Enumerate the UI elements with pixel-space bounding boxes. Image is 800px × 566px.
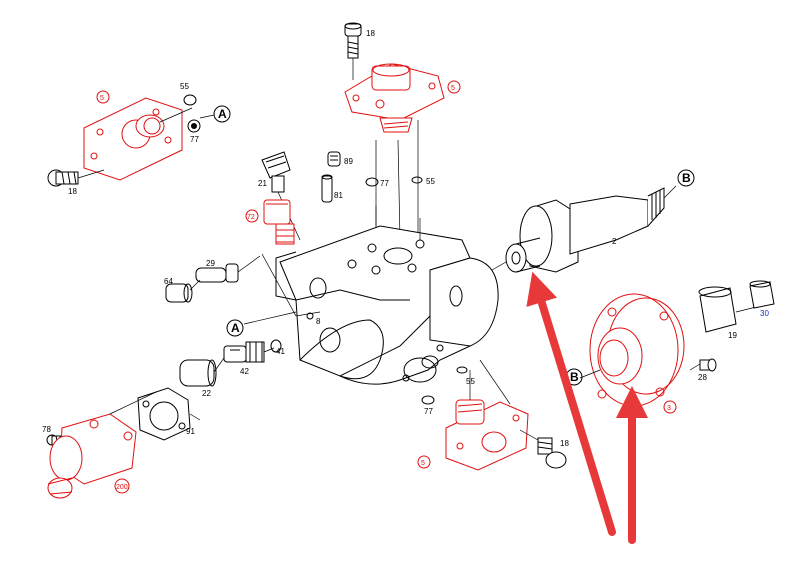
arrow-to-shaft <box>526 271 616 536</box>
oring-41 <box>270 339 282 353</box>
pin-29 <box>195 255 261 283</box>
label-30: 30 <box>760 309 769 318</box>
valve-72 <box>263 199 295 245</box>
label-2: 2 <box>612 237 617 246</box>
label-81: 81 <box>334 191 343 200</box>
label-89: 89 <box>344 157 353 166</box>
screw-18-left <box>47 169 105 187</box>
label-22: 22 <box>202 389 211 398</box>
cover-plate-bottom <box>445 359 529 471</box>
label-41: 41 <box>276 347 285 356</box>
cap-64 <box>165 279 201 303</box>
pump-housing <box>261 206 499 385</box>
valve-plate-left <box>83 97 193 181</box>
callout-a-top <box>213 105 231 123</box>
cap-22 <box>179 357 225 387</box>
pin-81 <box>321 174 333 203</box>
label-29: 29 <box>206 259 215 268</box>
sleeve-19 <box>698 286 761 333</box>
label-55-bottom: 55 <box>466 377 475 386</box>
ring-30 <box>749 280 775 309</box>
label-5-bottom: 5 <box>421 460 425 467</box>
label-18-top: 18 <box>366 29 375 38</box>
label-55-left: 55 <box>180 82 189 91</box>
seal-77-left <box>187 119 201 133</box>
label-77-left: 77 <box>190 135 199 144</box>
label-64: 64 <box>164 277 173 286</box>
cover-plate-top <box>344 63 445 133</box>
label-91: 91 <box>186 427 195 436</box>
flange-3 <box>579 293 685 407</box>
label-18-left: 18 <box>68 187 77 196</box>
label-8: 8 <box>316 317 321 326</box>
screw-18-top <box>344 22 362 80</box>
plug-89 <box>327 151 341 167</box>
oring-55-mid <box>411 176 423 184</box>
label-5-left: 5 <box>100 95 104 102</box>
metering-unit-200 <box>47 391 157 499</box>
label-28: 28 <box>698 373 707 382</box>
label-3: 3 <box>667 405 671 412</box>
oring-77-mid <box>365 177 379 187</box>
label-55-mid: 55 <box>426 177 435 186</box>
oring-55-left <box>183 94 197 106</box>
label-19: 19 <box>728 331 737 340</box>
svg-text:A: A <box>218 107 227 121</box>
label-72: 72 <box>247 214 255 221</box>
label-77-bottom: 77 <box>424 407 433 416</box>
label-78: 78 <box>42 425 51 434</box>
svg-text:A: A <box>231 321 240 335</box>
label-21: 21 <box>258 179 267 188</box>
screw-18-bottom <box>519 429 567 469</box>
callout-a-left <box>226 319 244 337</box>
svg-text:B: B <box>682 171 691 185</box>
oring-55-bottom <box>456 366 468 374</box>
label-42: 42 <box>240 367 249 376</box>
label-18-bottom: 18 <box>560 439 569 448</box>
screw-28 <box>689 358 717 372</box>
label-5-top: 5 <box>451 85 455 92</box>
svg-text:B: B <box>570 370 579 384</box>
drive-shaft-2 <box>491 185 677 273</box>
gasket-91 <box>137 387 201 441</box>
label-200: 200 <box>116 484 128 491</box>
label-77-mid: 77 <box>380 179 389 188</box>
sensor-21 <box>261 151 301 241</box>
callout-b-top <box>677 169 695 187</box>
valve-42 <box>223 341 275 363</box>
oring-77-bottom <box>421 395 435 405</box>
